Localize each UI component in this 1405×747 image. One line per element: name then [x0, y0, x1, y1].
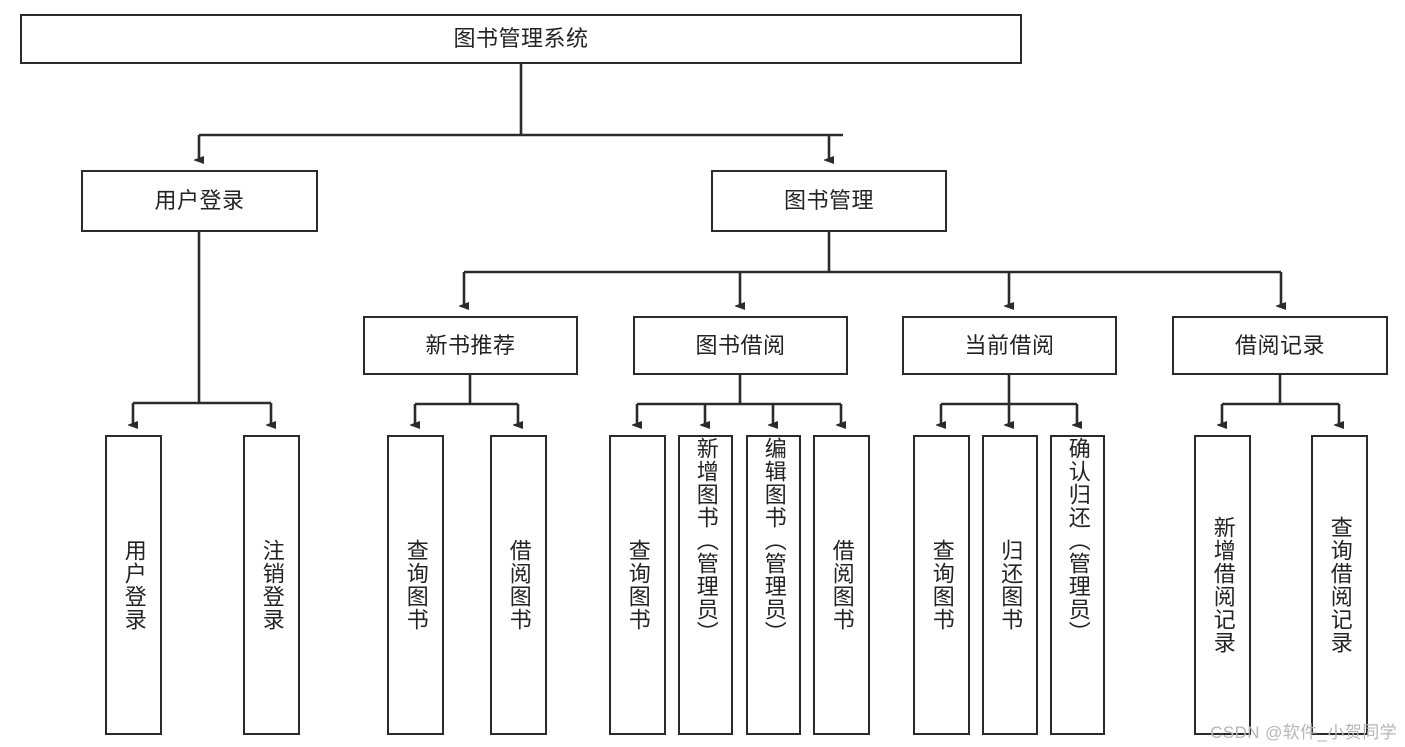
node-label: 借阅图书 — [506, 539, 532, 631]
node-book-management[interactable]: 图书管理 — [711, 170, 947, 232]
node-label: 查询图书 — [625, 539, 651, 631]
node-root-system[interactable]: 图书管理系统 — [20, 14, 1022, 64]
node-label: 确认归还（管理员） — [1065, 437, 1091, 644]
node-label: 编辑图书（管理员） — [761, 437, 787, 644]
node-label: 新增借阅记录 — [1210, 516, 1236, 654]
node-leaf-confirm-return[interactable]: 确认归还（管理员） — [1050, 435, 1105, 735]
node-label: 图书管理 — [783, 188, 874, 214]
node-leaf-query-record[interactable]: 查询借阅记录 — [1311, 435, 1368, 735]
node-leaf-borrow-book-1[interactable]: 借阅图书 — [490, 435, 547, 735]
node-label: 图书管理系统 — [453, 26, 589, 52]
node-label: 图书借阅 — [695, 332, 786, 358]
node-label: 注销登录 — [259, 539, 285, 631]
node-label: 查询图书 — [403, 539, 429, 631]
node-label: 用户登录 — [121, 539, 147, 631]
node-current-borrow[interactable]: 当前借阅 — [902, 316, 1117, 375]
csdn-watermark: CSDN @软件_小贺同学 — [1210, 723, 1397, 742]
node-label: 借阅图书 — [829, 539, 855, 631]
node-leaf-user-logout[interactable]: 注销登录 — [243, 435, 300, 735]
node-user-login[interactable]: 用户登录 — [81, 170, 318, 232]
node-leaf-query-book-2[interactable]: 查询图书 — [609, 435, 666, 735]
node-book-borrow[interactable]: 图书借阅 — [633, 316, 848, 375]
node-leaf-add-record[interactable]: 新增借阅记录 — [1194, 435, 1251, 735]
node-label: 新增图书（管理员） — [693, 437, 719, 644]
node-leaf-user-login[interactable]: 用户登录 — [105, 435, 162, 735]
node-label: 用户登录 — [154, 188, 245, 214]
node-leaf-query-book-1[interactable]: 查询图书 — [387, 435, 444, 735]
node-borrow-record[interactable]: 借阅记录 — [1172, 316, 1388, 375]
node-leaf-add-book[interactable]: 新增图书（管理员） — [678, 435, 733, 735]
node-leaf-query-book-3[interactable]: 查询图书 — [913, 435, 970, 735]
node-label: 借阅记录 — [1234, 332, 1325, 358]
node-label: 查询借阅记录 — [1327, 516, 1353, 654]
node-label: 归还图书 — [998, 539, 1024, 631]
node-leaf-return-book[interactable]: 归还图书 — [982, 435, 1038, 735]
node-new-book-recommend[interactable]: 新书推荐 — [363, 316, 578, 375]
node-label: 新书推荐 — [425, 332, 516, 358]
node-leaf-borrow-book-2[interactable]: 借阅图书 — [813, 435, 870, 735]
node-label: 当前借阅 — [964, 332, 1055, 358]
node-label: 查询图书 — [929, 539, 955, 631]
node-leaf-edit-book[interactable]: 编辑图书（管理员） — [746, 435, 801, 735]
